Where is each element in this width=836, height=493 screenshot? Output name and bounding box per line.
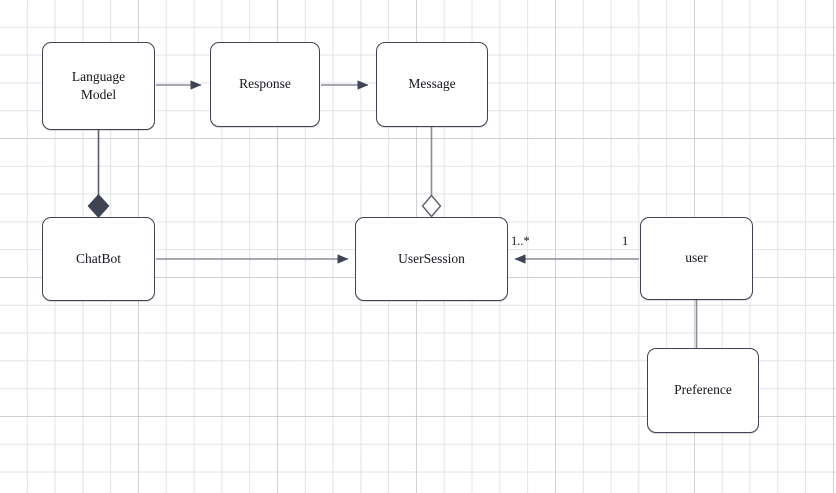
node-response-label: Response: [239, 76, 291, 92]
hollow-diamond-marker: [421, 194, 442, 218]
node-usersession-label: UserSession: [398, 250, 465, 266]
node-language-model-label: Language Model: [71, 68, 126, 102]
node-chatbot-label: ChatBot: [75, 250, 121, 266]
node-user-label: user: [685, 250, 708, 266]
node-user[interactable]: user: [640, 217, 753, 300]
node-message-label: Message: [408, 76, 456, 92]
node-usersession[interactable]: UserSession: [355, 217, 508, 301]
node-message[interactable]: Message: [376, 42, 488, 127]
multiplicity-label-usersession: 1..*: [511, 234, 530, 248]
node-response[interactable]: Response: [210, 42, 320, 127]
node-chatbot[interactable]: ChatBot: [42, 217, 155, 301]
edge-language-model-to-chatbot: [87, 130, 110, 219]
node-language-model[interactable]: Language Model: [42, 42, 155, 130]
multiplicity-label-user: 1: [622, 234, 629, 248]
node-preference[interactable]: Preference: [647, 348, 759, 433]
node-preference-label: Preference: [674, 382, 732, 398]
edge-message-to-usersession: [421, 127, 442, 218]
filled-diamond-marker: [87, 193, 110, 219]
